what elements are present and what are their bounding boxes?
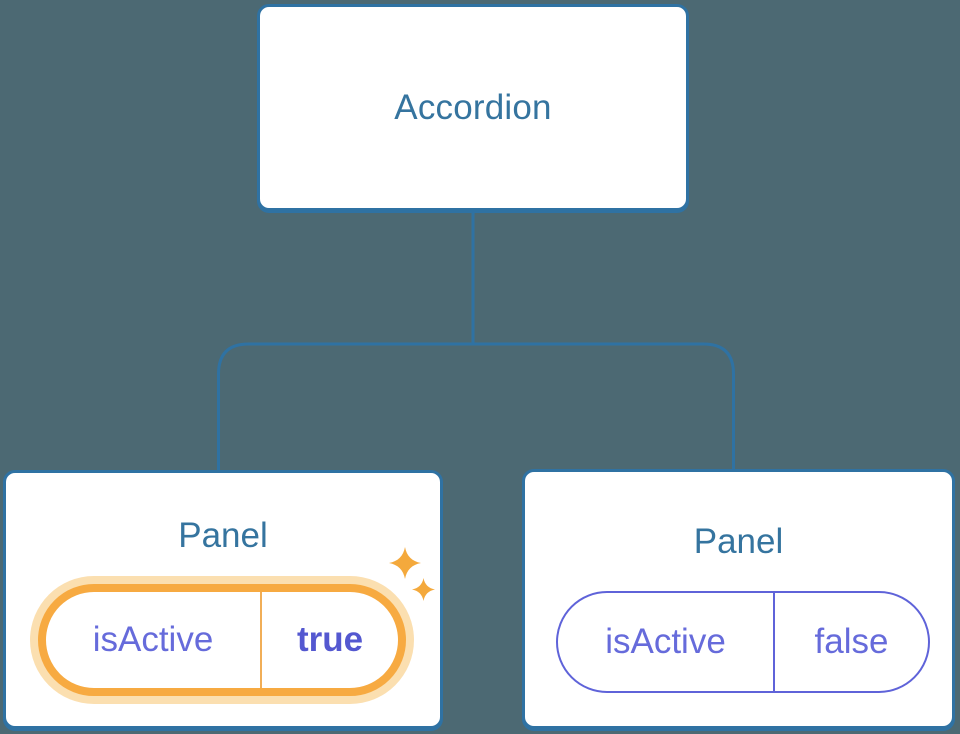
state-key-label: isActive — [605, 622, 726, 661]
panel-inactive-label: Panel — [693, 522, 784, 561]
connector-branch — [217, 342, 735, 471]
state-value-label: true — [260, 592, 398, 688]
panel-node-inactive: Panel isActive false — [522, 469, 955, 729]
accordion-node: Accordion — [257, 4, 689, 211]
panel-active-label: Panel — [178, 516, 268, 555]
panel-node-active: Panel isActive true — [3, 470, 443, 729]
accordion-label: Accordion — [394, 87, 552, 127]
state-key-label: isActive — [92, 620, 214, 659]
state-value-label: false — [773, 593, 928, 691]
state-pill-active: isActive true — [38, 584, 406, 696]
state-pill-inactive: isActive false — [556, 591, 930, 693]
